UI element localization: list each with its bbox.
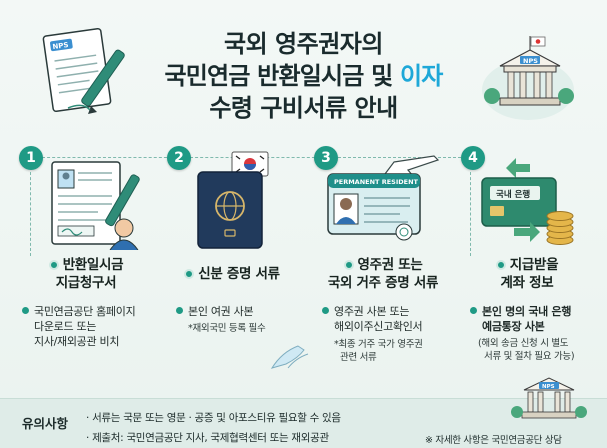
step-dot	[184, 269, 195, 279]
connector-line	[338, 157, 466, 158]
hand-icon	[270, 345, 309, 369]
desc-text: 본인 명의 국내 은행	[482, 305, 572, 318]
page-title: 국외 영주권자의 국민연금 반환일시금 및 이자 수령 구비서류 안내	[150, 28, 457, 124]
desc-line: 영주권 사본 또는	[322, 304, 462, 319]
nps-footer-label: NPS	[542, 384, 555, 390]
notice-line-1: · 서류는 국문 또는 영문 · 공증 및 아포스티유 필요할 수 있음	[86, 412, 341, 424]
document-pen-icon: NPS	[42, 27, 125, 114]
step-3-title-line-2: 국외 거주 증명 서류	[327, 275, 439, 291]
desc-line: 본인 명의 국내 은행	[470, 304, 606, 319]
step-3-description: 영주권 사본 또는 해외이주신고확인서 *최종 거주 국가 영주권 관련 서류	[322, 304, 462, 364]
desc-line: 해외이주신고확인서	[334, 320, 423, 333]
desc-note: *재외국민 등록 필수	[188, 323, 266, 334]
resident-card-icon: PERMANENT RESIDENT	[327, 155, 440, 241]
step-2-description: 본인 여권 사본 *재외국민 등록 필수	[176, 304, 316, 335]
step-4-title-line-1: 지급받을	[462, 256, 592, 274]
title-line-2: 국민연금 반환일시금 및 이자	[150, 60, 457, 92]
card-label-text: PERMANENT RESIDENT	[334, 178, 419, 186]
footer-notice: 유의사항	[0, 398, 607, 448]
notice-line-2: · 제출처: 국민연금공단 지사, 국제협력센터 또는 재외공관	[86, 430, 329, 445]
claim-form-icon	[51, 161, 140, 250]
connector-line	[42, 157, 172, 158]
step-4-title-line-2: 계좌 정보	[500, 275, 554, 291]
bullet	[22, 307, 29, 314]
desc-note: *최종 거주 국가 영주권	[334, 339, 423, 350]
connector-line	[30, 172, 31, 256]
step-number-3: 3	[314, 146, 338, 170]
bank-label-text: 국내 은행	[496, 189, 530, 200]
bullet	[470, 307, 477, 314]
step-number-1: 1	[19, 146, 43, 170]
desc-text: 영주권 사본 또는	[334, 305, 410, 318]
desc-text: 본인 여권 사본	[188, 305, 254, 318]
desc-text: 국민연금공단 홈페이지	[34, 305, 136, 318]
bank-account-icon: 국내 은행	[481, 158, 574, 245]
step-dot	[343, 260, 354, 270]
passport-icon	[197, 151, 269, 249]
nps-building-icon: NPS	[511, 377, 587, 419]
step-1-title-line-2: 지급청구서	[55, 275, 117, 291]
step-1-title: 반환일시금 지급청구서	[16, 256, 156, 292]
step-1-description: 국민연금공단 홈페이지 다운로드 또는 지사/재외공관 비치	[22, 304, 162, 349]
desc-line: 예금통장 사본	[482, 320, 545, 333]
desc-note: 관련 서류	[340, 352, 377, 363]
notice-label: 유의사항	[22, 416, 69, 431]
step-1-title-line-1: 반환일시금	[16, 256, 156, 274]
title-highlight: 이자	[399, 62, 443, 90]
step-dot	[495, 260, 506, 270]
desc-line: 본인 여권 사본	[176, 304, 316, 319]
step-3-title: 영주권 또는 국외 거주 증명 서류	[306, 256, 460, 292]
title-line-1: 국외 영주권자의	[224, 30, 383, 58]
desc-line: 지사/재외공관 비치	[34, 335, 120, 348]
step-4-description: 본인 명의 국내 은행 예금통장 사본 (해외 송금 신청 시 별도 서류 및 …	[470, 304, 606, 363]
nps-left-label: NPS	[52, 41, 69, 51]
step-4-title-text-1: 지급받을	[509, 257, 559, 273]
title-line-3: 수령 구비서류 안내	[209, 94, 398, 122]
title-line-2-text: 국민연금 반환일시금 및	[164, 62, 400, 90]
step-number-4: 4	[461, 146, 485, 170]
step-1-title-text-1: 반환일시금	[62, 257, 124, 273]
step-3-title-text-1: 영주권 또는	[357, 257, 423, 273]
step-2-title-text: 신분 증명 서류	[198, 266, 280, 282]
step-4-title: 지급받을 계좌 정보	[462, 256, 592, 292]
contact-note: ※ 자세한 사항은 국민연금공단 상담	[425, 435, 562, 446]
bullet	[322, 307, 329, 314]
notice-line-2-text: 국민연금공단 지사, 국제협력센터 또는 재외공관	[126, 432, 329, 444]
desc-note: 서류 및 절차 필요 가능)	[484, 351, 575, 362]
step-2-title: 신분 증명 서류	[162, 265, 302, 283]
step-dot	[48, 260, 59, 270]
connector-line	[470, 172, 471, 256]
desc-line: 다운로드 또는	[34, 320, 97, 333]
bullet	[176, 307, 183, 314]
desc-note: (해외 송금 신청 시 별도	[478, 338, 569, 349]
desc-line: 국민연금공단 홈페이지	[22, 304, 162, 319]
step-3-title-line-1: 영주권 또는	[306, 256, 460, 274]
bank-building-icon: NPS	[482, 36, 574, 120]
nps-right-label: NPS	[523, 57, 538, 65]
notice-line-2-prefix: · 제출처:	[86, 432, 127, 444]
step-number-2: 2	[167, 146, 191, 170]
